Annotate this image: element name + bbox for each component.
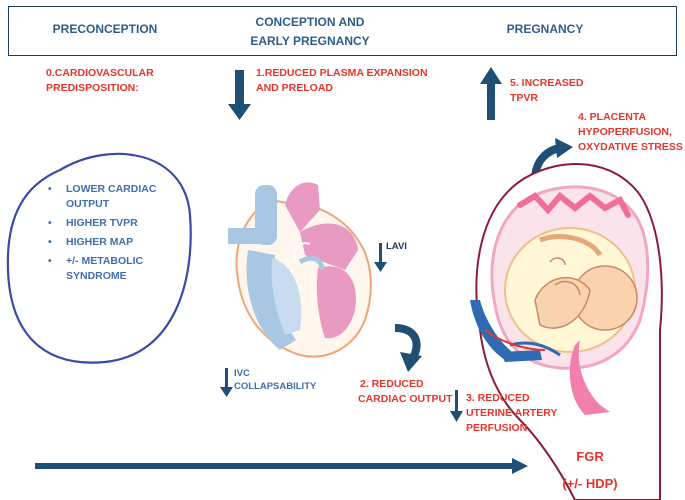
step3-line3: PERFUSION (466, 422, 528, 434)
step0-label: 0.CARDIOVASCULAR PREDISPOSITION: (46, 66, 186, 96)
step5-line1: 5. INCREASED (510, 77, 584, 89)
lavi-label: LAVI (386, 241, 407, 252)
risk-item-cardiac-output: LOWER CARDIAC OUTPUT (46, 182, 176, 212)
step5-line2: TPVR (510, 92, 539, 104)
down-arrow-icon (228, 70, 251, 120)
uterine-arrow-icon (450, 390, 463, 422)
risk-item-line2: SYNDROME (66, 270, 127, 282)
step5-label: 5. INCREASED TPVR (510, 76, 610, 106)
outcome-fgr: FGR (576, 449, 604, 464)
step4-line2: HYPOPERFUSION, (578, 126, 672, 138)
phase-preconception: PRECONCEPTION (52, 22, 158, 36)
step1-line2: AND PRELOAD (256, 82, 334, 94)
step3-label: 3. REDUCED UTERINE ARTERY PERFUSION (466, 391, 576, 436)
risk-item-line1: HIGHER TVPR (66, 217, 138, 229)
step0-line2: PREDISPOSITION: (46, 82, 139, 94)
step2-line1: 2. REDUCED (360, 378, 424, 390)
step4-line3: OXYDATIVE STRESS (578, 141, 683, 153)
outcome-hdp: (+/- HDP) (562, 476, 618, 491)
phase-conception: CONCEPTION AND EARLY PREGNANCY (235, 13, 385, 51)
step3-line2: UTERINE ARTERY (466, 407, 558, 419)
risk-factor-circle (6, 152, 192, 364)
risk-item-line1: +/- METABOLIC (66, 255, 144, 267)
risk-factor-list: LOWER CARDIAC OUTPUT HIGHER TVPR HIGHER … (46, 182, 176, 288)
phase-conception-line1: CONCEPTION AND (255, 15, 365, 29)
phase-pregnancy: PREGNANCY (506, 22, 584, 36)
step2-line2: CARDIAC OUTPUT (358, 393, 453, 405)
pregnancy-illustration (470, 162, 663, 500)
step3-line1: 3. REDUCED (466, 392, 530, 404)
step4-line1: 4. PLACENTA (578, 111, 647, 123)
step1-line1: 1.REDUCED PLASMA EXPANSION (256, 67, 428, 79)
lavi-arrow-icon (374, 243, 387, 272)
ivc-line2: COLLAPSABILITY (234, 381, 317, 392)
ivc-label: IVC COLLAPSABILITY (234, 367, 344, 393)
risk-item-map: HIGHER MAP (46, 235, 176, 250)
ivc-line1: IVC (234, 368, 250, 379)
step1-label: 1.REDUCED PLASMA EXPANSION AND PRELOAD (256, 66, 456, 96)
up-arrow-icon (480, 67, 502, 120)
risk-item-line2: OUTPUT (66, 198, 110, 210)
risk-item-line1: LOWER CARDIAC (66, 183, 157, 195)
step2-label: 2. REDUCED CARDIAC OUTPUT (358, 377, 458, 407)
timeline-arrow-icon (35, 458, 528, 474)
phase-header-box (8, 6, 677, 56)
heart-illustration (228, 182, 372, 358)
ivc-arrow-icon (220, 368, 233, 397)
step0-line1: 0.CARDIOVASCULAR (46, 67, 154, 79)
risk-item-metabolic: +/- METABOLIC SYNDROME (46, 254, 176, 284)
step4-label: 4. PLACENTA HYPOPERFUSION, OXYDATIVE STR… (578, 110, 683, 155)
risk-item-line1: HIGHER MAP (66, 236, 134, 248)
risk-item-tvpr: HIGHER TVPR (46, 216, 176, 231)
phase-conception-line2: EARLY PREGNANCY (250, 34, 370, 48)
cardiac-curved-arrow-icon (394, 324, 422, 372)
